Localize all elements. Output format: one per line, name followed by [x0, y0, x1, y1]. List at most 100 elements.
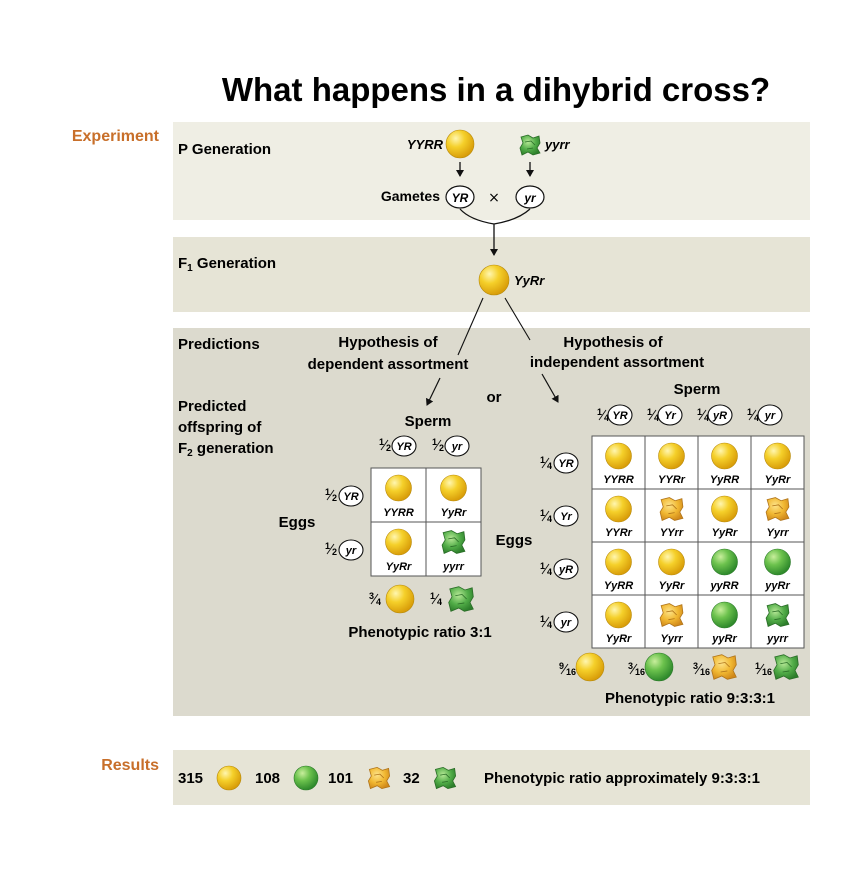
- fraction-denominator: 4: [437, 597, 442, 607]
- cell-genotype: YYrr: [660, 527, 684, 539]
- fraction-numerator: 1: [432, 437, 437, 447]
- pea-yellow-wrinkled: [368, 767, 389, 788]
- fraction-denominator: 2: [386, 443, 391, 453]
- cell-genotype: YyRr: [441, 507, 467, 519]
- pea-yellow-round: [606, 549, 632, 575]
- fraction-numerator: 1: [540, 614, 545, 624]
- cell-genotype: YyRr: [386, 561, 412, 573]
- page-title: What happens in a dihybrid cross?: [222, 71, 770, 108]
- cell-genotype: Yyrr: [660, 633, 683, 645]
- fraction-numerator: 3: [628, 661, 633, 671]
- result-count: 32: [403, 770, 420, 787]
- pea-yellow-wrinkled: [660, 498, 683, 521]
- cell-genotype: YyRr: [765, 474, 791, 486]
- result-count: 315: [178, 770, 203, 787]
- dep-egg-gamete: YR: [339, 486, 363, 506]
- cell-genotype: yyRr: [764, 580, 790, 592]
- or-label: or: [487, 389, 502, 406]
- pea-green-wrinkled: [774, 655, 799, 680]
- fraction-numerator: 1: [747, 407, 752, 417]
- ind-sperm-gamete-label: Yr: [664, 410, 676, 422]
- pea-green-wrinkled: [766, 604, 789, 627]
- independent-hypothesis-line2: independent assortment: [530, 354, 704, 371]
- fraction-denominator: 2: [439, 443, 444, 453]
- pea-yellow-round: [659, 549, 685, 575]
- pea-green-wrinkled: [442, 531, 465, 554]
- pea-green-wrinkled: [449, 587, 474, 612]
- pea-green-round: [645, 653, 673, 681]
- dep-sperm-gamete-label: YR: [396, 441, 411, 453]
- pea-yellow-wrinkled: [766, 498, 789, 521]
- pea-yellow-round: [659, 443, 685, 469]
- cell-genotype: YYRR: [383, 507, 414, 519]
- dep-sperm-label: Sperm: [405, 413, 452, 430]
- cell-genotype: YYRR: [603, 474, 634, 486]
- ind-sperm-gamete: yr: [758, 405, 782, 425]
- result-count: 101: [328, 770, 353, 787]
- pea-yellow-round: [606, 496, 632, 522]
- fraction-numerator: 1: [430, 591, 435, 601]
- pea-yellow-round: [479, 265, 509, 295]
- fraction-numerator: 1: [755, 661, 760, 671]
- f1-genotype: YyRr: [514, 273, 545, 288]
- dep-eggs-label: Eggs: [279, 514, 316, 531]
- cell-genotype: YyRr: [659, 580, 685, 592]
- pea-yellow-round: [606, 443, 632, 469]
- dep-sperm-gamete-label: yr: [451, 441, 463, 453]
- p-generation-label: P Generation: [178, 141, 271, 158]
- fraction-denominator: 4: [376, 597, 381, 607]
- f1-label-main: F: [178, 255, 187, 272]
- fraction-numerator: 1: [597, 407, 602, 417]
- pea-green-round: [712, 602, 738, 628]
- cell-genotype: YyRr: [606, 633, 632, 645]
- f2-label-main: F: [178, 440, 187, 457]
- pea-yellow-round: [217, 766, 241, 790]
- cell-genotype: yyRR: [709, 580, 738, 592]
- predicted-offspring-line3: F2 generation: [178, 440, 274, 459]
- cell-genotype: YyRR: [604, 580, 633, 592]
- ind-sperm-gamete: yR: [708, 405, 732, 425]
- ind-sperm-gamete: YR: [608, 405, 632, 425]
- pea-yellow-wrinkled: [712, 655, 737, 680]
- pea-green-round: [294, 766, 318, 790]
- pea-green-wrinkled: [520, 135, 540, 155]
- result-count: 108: [255, 770, 280, 787]
- ind-egg-gamete-label: yR: [558, 564, 573, 576]
- pea-yellow-round: [576, 653, 604, 681]
- pea-yellow-round: [606, 602, 632, 628]
- predicted-offspring-line2: offspring of: [178, 419, 262, 436]
- gamete-1: YR: [446, 186, 474, 208]
- results-ratio: Phenotypic ratio approximately 9:3:3:1: [484, 770, 760, 787]
- cell-genotype: yyrr: [766, 633, 789, 645]
- pea-yellow-round: [712, 496, 738, 522]
- ind-sperm-gamete-label: YR: [612, 410, 627, 422]
- parent1-genotype: YYRR: [407, 137, 444, 152]
- pea-yellow-round: [712, 443, 738, 469]
- pea-yellow-round: [386, 475, 412, 501]
- results-section-label: Results: [101, 757, 159, 774]
- ind-egg-gamete: yr: [554, 612, 578, 632]
- ind-sperm-gamete-label: yR: [712, 410, 727, 422]
- pea-green-round: [712, 549, 738, 575]
- cell-genotype: YYRr: [605, 527, 633, 539]
- f2-label-rest: generation: [193, 440, 274, 457]
- fraction-denominator: 4: [547, 461, 552, 471]
- cell-genotype: yyrr: [442, 561, 465, 573]
- gamete-2-label: yr: [523, 191, 537, 205]
- cell-genotype: Yyrr: [766, 527, 789, 539]
- ind-sperm-label: Sperm: [674, 381, 721, 398]
- dep-ratio-text: Phenotypic ratio 3:1: [348, 624, 491, 641]
- experiment-section-label: Experiment: [72, 128, 160, 145]
- fraction-numerator: 9: [559, 661, 564, 671]
- fraction-numerator: 1: [540, 455, 545, 465]
- cell-genotype: YyRR: [710, 474, 739, 486]
- ind-sperm-gamete: Yr: [658, 405, 682, 425]
- fraction-denominator: 2: [332, 547, 337, 557]
- fraction-numerator: 1: [697, 407, 702, 417]
- gametes-label: Gametes: [381, 188, 440, 204]
- fraction-denominator: 16: [762, 667, 772, 677]
- f1-generation-label: F1 Generation: [178, 255, 276, 274]
- fraction-denominator: 4: [547, 514, 552, 524]
- cell-genotype: yyRr: [711, 633, 737, 645]
